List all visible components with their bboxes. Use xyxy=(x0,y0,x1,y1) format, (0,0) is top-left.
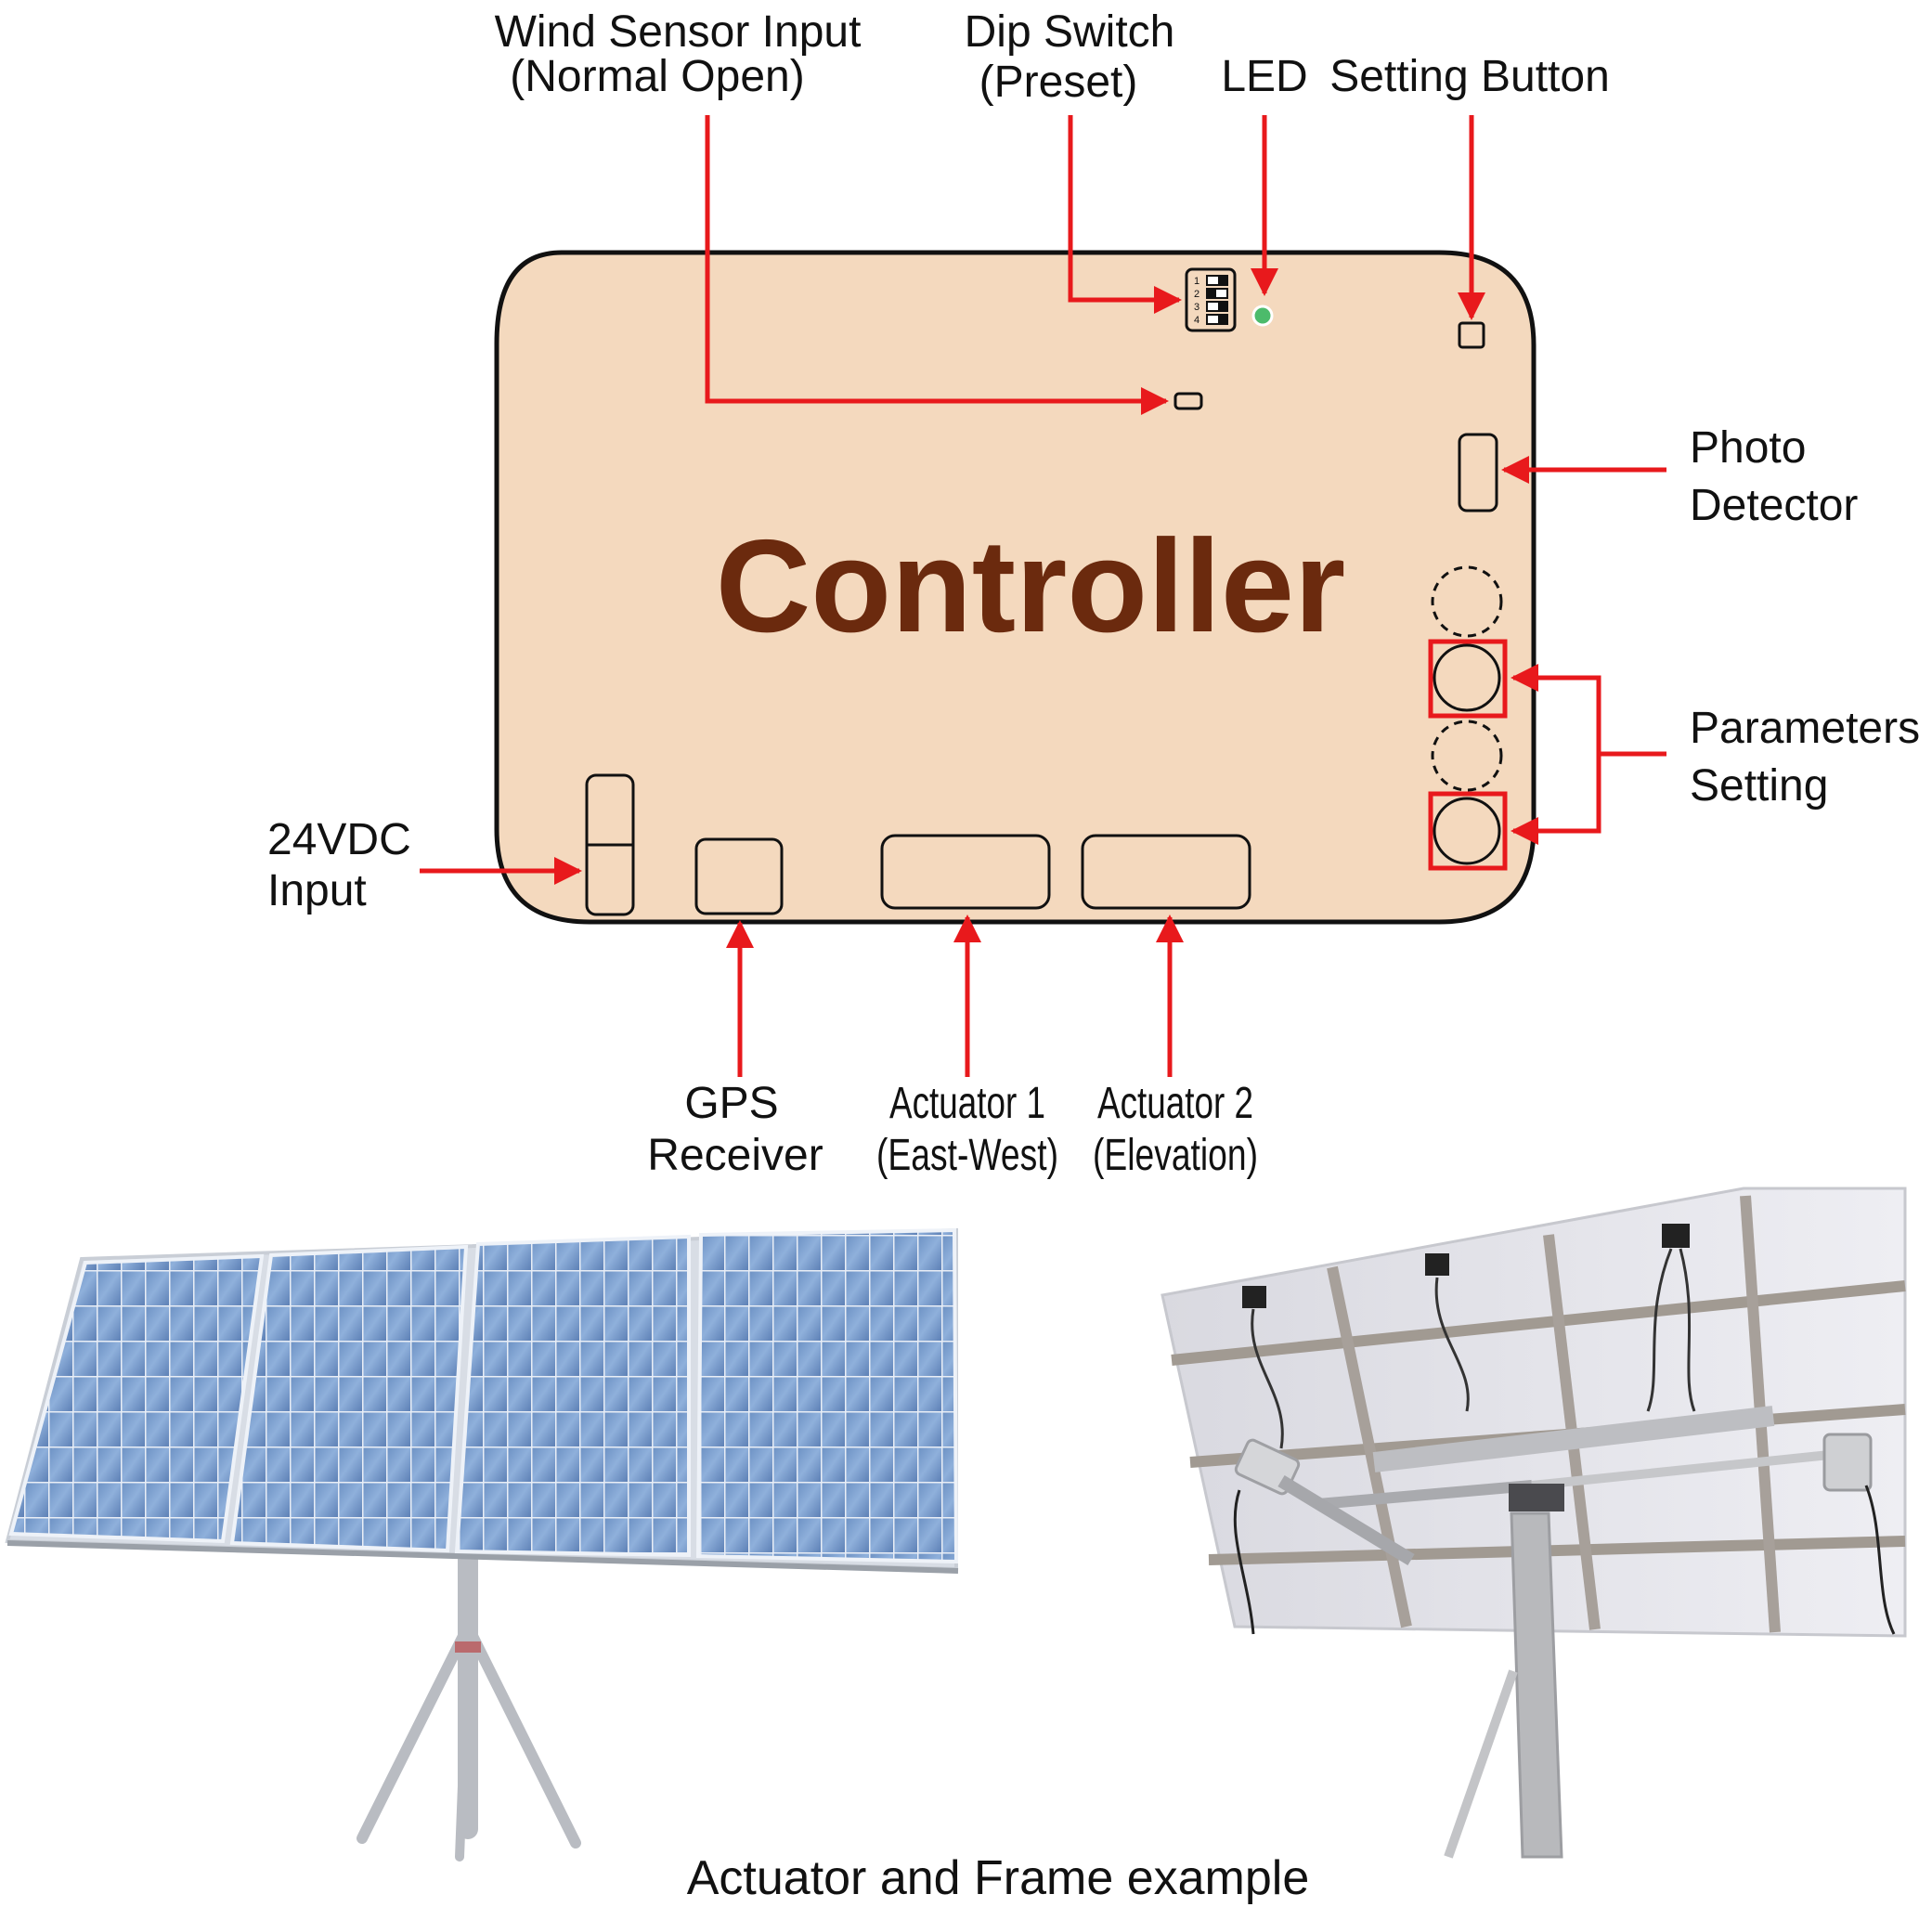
arrow-parameters-1 xyxy=(1511,664,1601,754)
dip-switch-slot-1 xyxy=(1206,275,1228,286)
solar-module-3 xyxy=(454,1234,691,1558)
solar-module-1 xyxy=(8,1253,265,1544)
parameter-knob-placeholder-1 xyxy=(1431,565,1503,638)
solar-panel-front-icon xyxy=(5,1227,959,1862)
solar-module-4 xyxy=(695,1227,959,1564)
status-led xyxy=(1251,305,1274,327)
controller-body xyxy=(494,250,1537,925)
label-actuator-1-line2: (East-West) xyxy=(876,1131,1058,1180)
label-led: LED xyxy=(1221,52,1307,101)
actuator-1-connector[interactable] xyxy=(880,834,1051,910)
label-gps-line1: GPS xyxy=(684,1079,778,1128)
label-wind-sensor-line1: Wind Sensor Input xyxy=(495,7,862,57)
parameter-knob-1[interactable] xyxy=(1433,643,1501,712)
dip-switch-slot-4 xyxy=(1206,314,1228,325)
label-actuator-1-line1: Actuator 1 xyxy=(889,1079,1045,1128)
label-photo-detector-line1: Photo xyxy=(1690,423,1806,473)
dip-digit-4: 4 xyxy=(1194,315,1199,326)
label-gps-line2: Receiver xyxy=(647,1131,823,1180)
dip-digit-2: 2 xyxy=(1194,289,1199,300)
parameter-knob-placeholder-2 xyxy=(1431,720,1503,792)
solar-module-2 xyxy=(229,1244,469,1553)
labels: Wind Sensor Input (Normal Open) Dip Swit… xyxy=(267,7,1920,1180)
dip-switch-slot-2 xyxy=(1206,288,1228,299)
wind-sensor-connector[interactable] xyxy=(1173,392,1203,410)
label-parameters-line2: Setting xyxy=(1690,761,1828,811)
dip-switch[interactable]: 1 2 3 4 xyxy=(1185,267,1237,332)
setting-button[interactable] xyxy=(1458,321,1485,349)
controller-board: Controller 1 2 3 4 xyxy=(494,250,1537,925)
parameter-knob-2[interactable] xyxy=(1433,797,1501,865)
solar-panel-back-icon xyxy=(1160,1187,1907,1859)
label-actuator-2-line2: (Elevation) xyxy=(1093,1131,1258,1180)
dip-switch-slot-3 xyxy=(1206,301,1228,312)
actuator-2-connector[interactable] xyxy=(1081,834,1251,910)
photo-caption: Actuator and Frame example xyxy=(687,1851,1310,1905)
arrow-wind-sensor xyxy=(705,115,1169,415)
label-setting-button: Setting Button xyxy=(1329,52,1610,101)
controller-title: Controller xyxy=(716,512,1345,660)
label-dip-switch-line2: (Preset) xyxy=(979,58,1138,107)
power-input-connector[interactable] xyxy=(585,773,635,916)
tripod-stand xyxy=(357,1550,581,1862)
gps-connector[interactable] xyxy=(694,837,784,915)
arrow-parameters-2 xyxy=(1511,754,1601,845)
arrow-dip-switch xyxy=(1068,115,1182,314)
photo-detector xyxy=(1458,433,1498,512)
dip-digit-3: 3 xyxy=(1194,302,1199,313)
label-parameters-line1: Parameters xyxy=(1690,704,1920,753)
parameter-knob-2-highlight xyxy=(1428,791,1508,871)
label-24vdc-line2: Input xyxy=(267,866,367,915)
label-24vdc-line1: 24VDC xyxy=(267,815,411,864)
label-photo-detector-line2: Detector xyxy=(1690,481,1858,530)
parameter-knob-1-highlight xyxy=(1428,639,1508,719)
callout-arrows xyxy=(420,115,1666,1077)
label-actuator-2-line1: Actuator 2 xyxy=(1097,1079,1253,1128)
dip-digit-1: 1 xyxy=(1194,276,1199,287)
label-dip-switch-line1: Dip Switch xyxy=(965,7,1175,57)
label-wind-sensor-line2: (Normal Open) xyxy=(510,52,804,101)
